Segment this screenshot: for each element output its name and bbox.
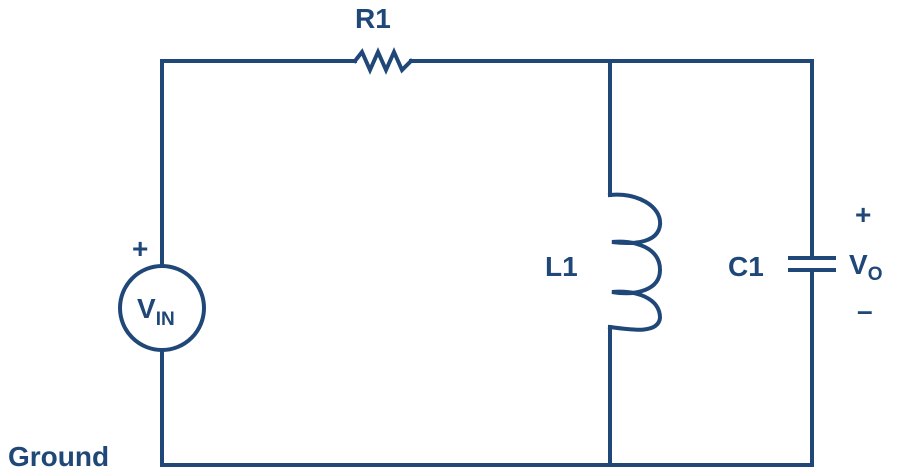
capacitor-c1 bbox=[788, 256, 836, 272]
source-label: VIN bbox=[137, 293, 175, 330]
output-plus-sign: + bbox=[855, 199, 871, 230]
output-minus-sign: – bbox=[857, 295, 873, 326]
output-label-main: V bbox=[849, 249, 868, 280]
voltage-source-vin bbox=[118, 264, 206, 352]
resistor-label: R1 bbox=[355, 3, 391, 34]
resistor-r1 bbox=[352, 47, 414, 75]
ground-label: Ground bbox=[8, 441, 109, 472]
source-label-main: V bbox=[137, 293, 156, 324]
wire-left-upper bbox=[160, 59, 357, 268]
inductor-label: L1 bbox=[545, 251, 578, 282]
capacitor-label: C1 bbox=[728, 251, 764, 282]
wires bbox=[160, 59, 814, 467]
output-label: VO bbox=[849, 249, 882, 285]
inductor-l1 bbox=[607, 192, 663, 332]
output-label-sub: O bbox=[868, 264, 883, 285]
wire-top-right bbox=[409, 59, 814, 260]
source-label-sub: IN bbox=[156, 309, 175, 330]
wire-left-lower bbox=[160, 268, 814, 467]
source-plus-sign: + bbox=[132, 233, 148, 264]
